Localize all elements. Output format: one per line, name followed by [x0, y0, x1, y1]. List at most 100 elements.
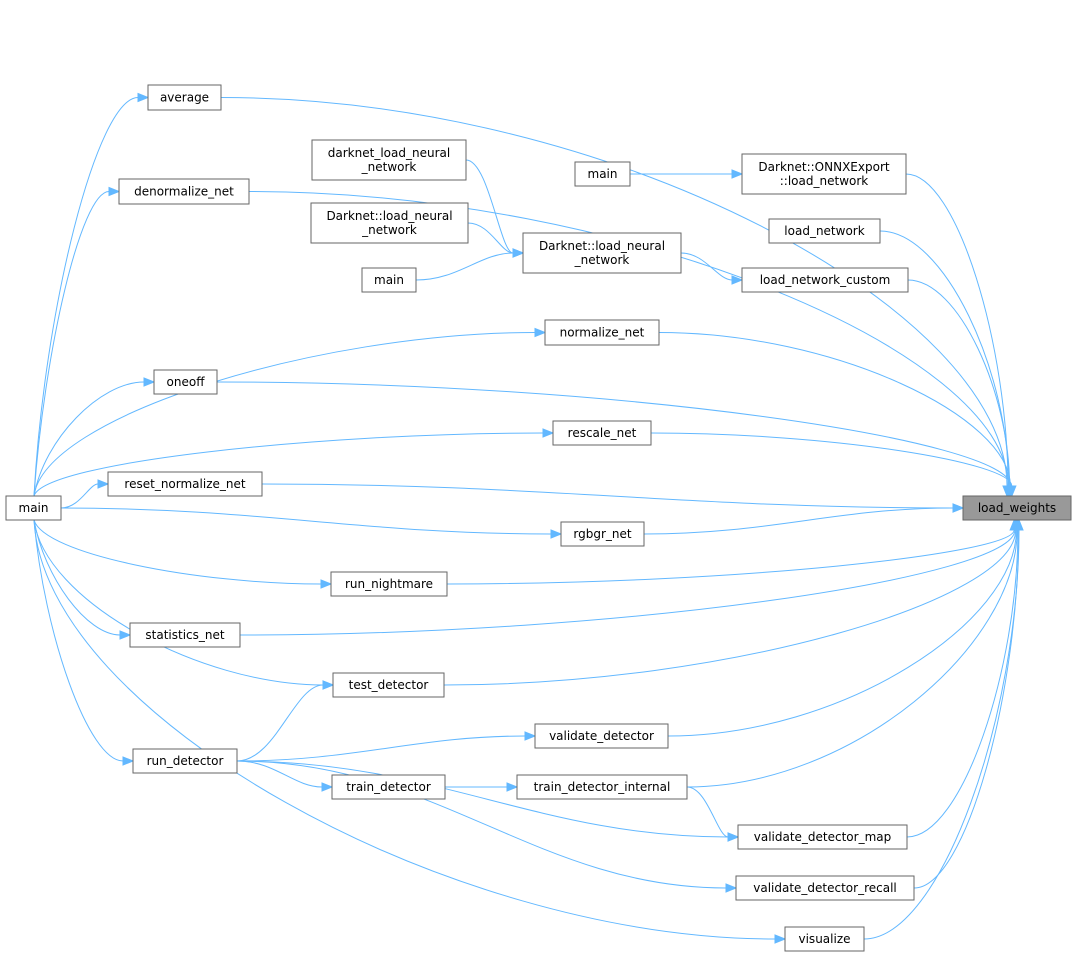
node-normalize-net[interactable]: normalize_net: [544, 319, 660, 346]
node-onnx-load-network[interactable]: Darknet::ONNXExport::load_network: [741, 153, 907, 195]
edge-line: [415, 252, 514, 281]
node-train-detector-internal[interactable]: train_detector_internal: [516, 774, 688, 800]
node-box: [331, 774, 446, 800]
arrowhead-icon: [550, 529, 563, 539]
node-label: train_detector: [346, 780, 431, 794]
edge-line: [220, 97, 1008, 487]
node-label: test_detector: [349, 678, 429, 692]
edge-line: [906, 529, 1019, 838]
node-box: [962, 495, 1072, 521]
arrowhead-icon: [143, 377, 156, 387]
node-box: [5, 495, 62, 521]
edge-run-detector-to-validate-detector: [236, 731, 537, 762]
edge-reset-normalize-net-to-load-weights: [261, 483, 965, 513]
node-label: load_network: [784, 224, 864, 238]
node-label: rescale_net: [568, 426, 637, 440]
edge-main-top-to-onnx-load-network: [630, 169, 744, 179]
node-label: visualize: [799, 932, 851, 946]
arrowhead-icon: [512, 248, 525, 258]
node-label: run_nightmare: [345, 577, 433, 591]
edge-main-left-to-run-nightmare: [33, 519, 333, 589]
edge-line: [216, 381, 1012, 487]
node-label: validate_detector: [549, 729, 654, 743]
edge-line: [907, 279, 1011, 487]
node-box: [132, 748, 238, 774]
node-main-left[interactable]: main: [5, 495, 62, 521]
node-box: [784, 926, 865, 952]
graph-edges: [33, 92, 1024, 944]
node-box: [118, 178, 250, 205]
node-box: [129, 622, 241, 648]
edge-line: [686, 529, 1018, 788]
node-main-mid[interactable]: main: [361, 267, 417, 293]
node-denormalize-net[interactable]: denormalize_net: [118, 178, 250, 205]
node-load-network-custom[interactable]: load_network_custom: [741, 267, 909, 293]
node-box: [560, 521, 645, 547]
edge-main-left-to-normalize-net: [33, 327, 547, 497]
node-load-weights[interactable]: load_weights: [962, 495, 1072, 521]
edge-validate-detector-recall-to-load-weights: [913, 518, 1024, 889]
edge-line: [33, 519, 324, 686]
edge-line: [239, 529, 1016, 636]
node-box: [330, 571, 448, 597]
node-train-detector[interactable]: train_detector: [331, 774, 446, 800]
node-label: train_detector_internal: [534, 780, 671, 794]
node-run-detector[interactable]: run_detector: [132, 748, 238, 774]
node-box: [768, 218, 881, 244]
arrowhead-icon: [119, 630, 132, 640]
node-validate-detector-recall[interactable]: validate_detector_recall: [735, 875, 915, 901]
node-run-nightmare[interactable]: run_nightmare: [330, 571, 448, 597]
edge-validate-detector-to-load-weights: [667, 518, 1022, 737]
node-oneoff[interactable]: oneoff: [153, 369, 218, 395]
node-load-network[interactable]: load_network: [768, 218, 881, 244]
node-rgbgr-net[interactable]: rgbgr_net: [560, 521, 645, 547]
node-label: average: [160, 91, 209, 105]
node-label: denormalize_net: [134, 185, 234, 199]
edge-line: [236, 760, 729, 838]
node-reset-normalize-net[interactable]: reset_normalize_net: [107, 471, 263, 497]
edge-train-detector-to-train-detector-internal: [445, 782, 519, 792]
edge-line: [905, 173, 1009, 487]
node-validate-detector-map[interactable]: validate_detector_map: [737, 824, 908, 850]
edge-line: [650, 432, 1013, 487]
node-dlnn-left[interactable]: Darknet::load_neural_network: [310, 202, 469, 244]
node-label: run_detector: [147, 754, 224, 768]
node-label: ::load_network: [780, 174, 869, 188]
node-dlnn-mid[interactable]: Darknet::load_neural_network: [522, 232, 682, 274]
arrowhead-icon: [731, 275, 744, 285]
node-box: [741, 153, 907, 195]
edge-line: [33, 332, 536, 497]
edge-line: [446, 529, 1015, 585]
edge-main-left-to-rescale-net: [33, 428, 555, 497]
arrowhead-icon: [320, 579, 333, 589]
node-box: [737, 824, 908, 850]
edge-main-left-to-oneoff: [33, 377, 156, 497]
edge-line: [33, 519, 121, 636]
edge-visualize-to-load-weights: [863, 518, 1024, 940]
edge-line: [33, 519, 322, 585]
node-label: Darknet::load_neural: [539, 239, 665, 253]
node-darknet-lnn[interactable]: darknet_load_neural_network: [311, 139, 467, 181]
arrowhead-icon: [1014, 518, 1024, 531]
node-rescale-net[interactable]: rescale_net: [552, 420, 652, 446]
node-visualize[interactable]: visualize: [784, 926, 865, 952]
edge-line: [33, 432, 544, 497]
node-validate-detector[interactable]: validate_detector: [534, 723, 669, 749]
edge-line: [60, 507, 552, 535]
node-test-detector[interactable]: test_detector: [332, 672, 445, 698]
arrowhead-icon: [542, 428, 555, 438]
node-average[interactable]: average: [147, 84, 222, 111]
node-main-top[interactable]: main: [574, 161, 631, 187]
arrowhead-icon: [1007, 485, 1017, 498]
edge-line: [643, 507, 954, 535]
node-box: [310, 202, 469, 244]
node-box: [361, 267, 417, 293]
node-label: Darknet::load_neural: [326, 209, 452, 223]
edge-line: [236, 684, 324, 762]
edge-line: [261, 483, 954, 509]
arrowhead-icon: [137, 92, 150, 103]
node-label: load_weights: [978, 501, 1056, 515]
arrowhead-icon: [322, 680, 335, 690]
arrowhead-icon: [725, 883, 738, 893]
node-statistics-net[interactable]: statistics_net: [129, 622, 241, 648]
